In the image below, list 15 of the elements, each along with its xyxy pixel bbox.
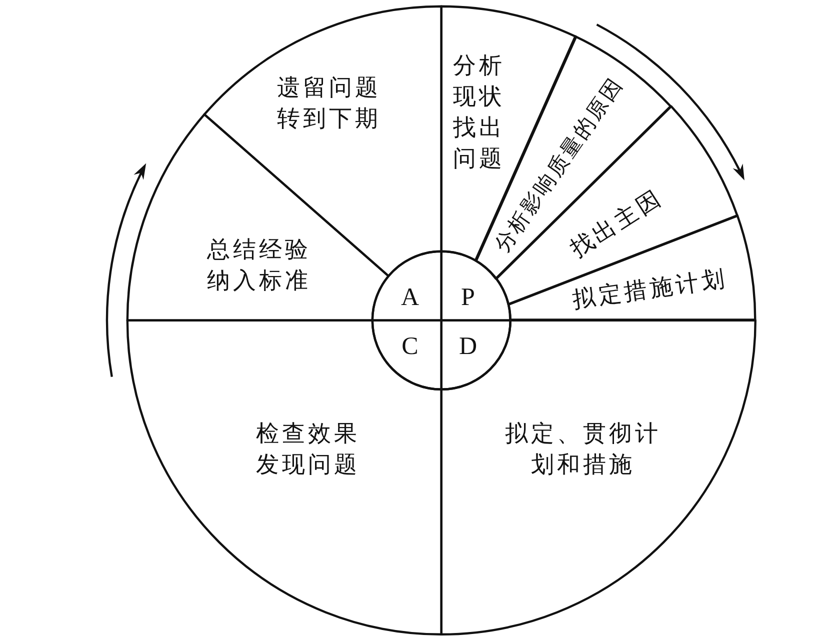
sector-label: 找出主因	[564, 184, 668, 265]
wheel-sector	[126, 318, 442, 636]
sector-label: 拟定、贯彻计划和措施	[504, 420, 662, 480]
sector-label: 检查效果发现问题	[254, 420, 361, 480]
sector-label: 拟定措施计划	[570, 264, 730, 316]
phase-letter: C	[402, 332, 418, 361]
phase-letter: A	[400, 284, 420, 312]
wheel-sector	[440, 318, 756, 636]
sector-label: 遗留问题转到下期	[276, 74, 382, 134]
sector-label: 总结经验纳入标准	[206, 236, 312, 296]
sector-label: 分析现状找出问题	[452, 52, 506, 174]
phase-letter: D	[458, 332, 478, 361]
hub-quadrant	[440, 318, 512, 390]
hub-quadrant	[370, 250, 442, 322]
phase-letter: P	[461, 284, 475, 312]
